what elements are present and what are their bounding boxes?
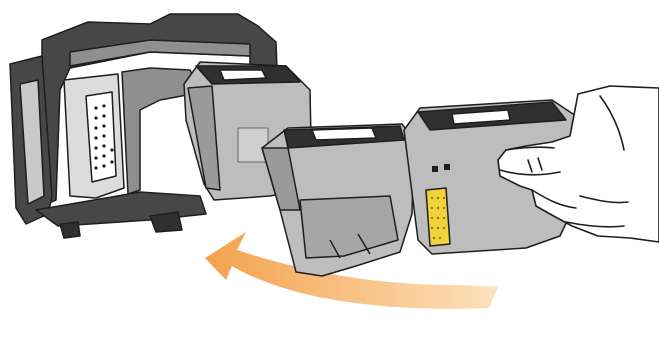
cartridge-replacement-illustration: [0, 0, 659, 337]
